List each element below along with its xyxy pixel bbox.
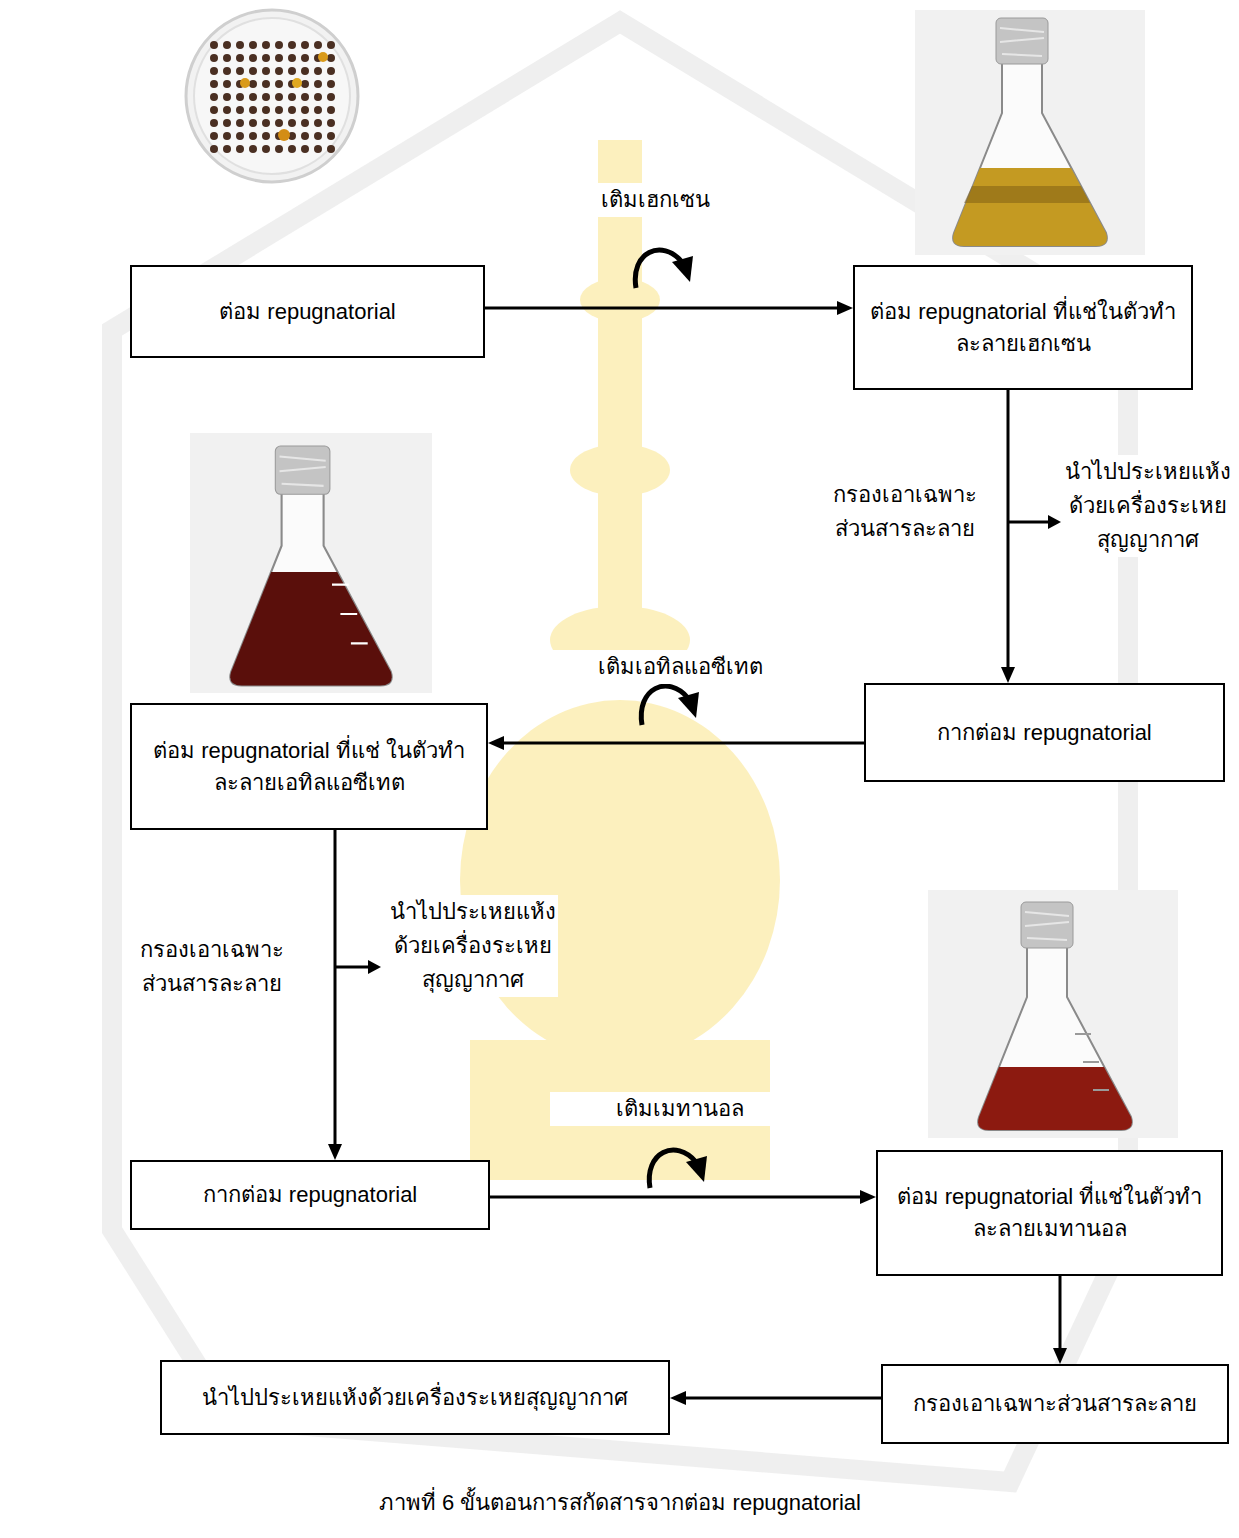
box-text: กรองเอาเฉพาะส่วนสารละลาย	[895, 1388, 1215, 1420]
curved-arrow	[635, 250, 682, 288]
arrow-head	[672, 256, 693, 282]
arrow-head	[1048, 515, 1061, 529]
gland-dot	[278, 129, 290, 141]
arrow-head	[670, 1391, 686, 1405]
branch-arrow	[335, 960, 381, 974]
flask-glass	[978, 922, 1132, 1130]
gland-dot	[318, 52, 328, 62]
flask-liquid	[953, 168, 1107, 246]
dish-inner	[194, 18, 350, 174]
box-text: นำไปประเหยแห้งด้วยเครื่องระเหยสุญญากาศ	[174, 1382, 656, 1414]
curved-arrow	[641, 686, 688, 725]
watermark-bulb	[460, 700, 780, 1060]
gland-dot	[240, 78, 250, 88]
connector-line	[490, 1196, 864, 1199]
connector-arrow	[490, 1190, 876, 1204]
process-box: กากต่อม repugnatorial	[130, 1160, 490, 1230]
arrow-head	[488, 736, 504, 750]
curved-arrow-icon	[641, 686, 699, 725]
dish-rim	[186, 10, 358, 182]
curved-arrow-icon	[635, 250, 693, 288]
connector-arrow	[485, 301, 853, 315]
note-label: นำไปประเหยแห้ง ด้วยเครื่องระเหย สุญญากาศ	[388, 895, 558, 997]
branch-line	[1008, 521, 1050, 524]
arrow-head	[1001, 667, 1015, 683]
branch-arrow	[1008, 515, 1061, 529]
arrow-head	[678, 692, 699, 718]
connector-arrow	[670, 1391, 881, 1405]
process-box: ต่อม repugnatorial ที่แช่ในตัวทำละลายเมท…	[876, 1150, 1223, 1276]
process-box: นำไปประเหยแห้งด้วยเครื่องระเหยสุญญากาศ	[160, 1360, 670, 1435]
connector-line	[485, 307, 841, 310]
gland-dot	[292, 78, 302, 88]
branch-line	[335, 966, 370, 969]
connector-arrow	[1001, 390, 1015, 683]
process-box: กรองเอาเฉพาะส่วนสารละลาย	[881, 1364, 1229, 1444]
connector-line	[334, 830, 337, 1148]
edge-label: เติมเมทานอล	[550, 1092, 810, 1126]
arrow-head	[837, 301, 853, 315]
watermark-ring	[570, 444, 670, 496]
gland-grid	[208, 38, 339, 156]
liquid-band	[964, 186, 1090, 203]
edge-label: กรองเอาเฉพาะ ส่วนสารละลาย	[127, 933, 297, 1001]
flask-photo	[915, 10, 1145, 255]
flask-glass	[230, 467, 391, 685]
curved-arrow-icon	[649, 1150, 707, 1188]
curved-arrow	[649, 1150, 696, 1188]
box-text: กากต่อม repugnatorial	[144, 1179, 476, 1211]
photo-ground	[190, 433, 432, 693]
figure-caption: ภาพที่ 6 ขั้นตอนการสกัดสารจากต่อม repugn…	[170, 1488, 1070, 1519]
photo-ground	[915, 10, 1145, 255]
watermark-ring	[580, 278, 660, 322]
flask-photo	[928, 890, 1178, 1138]
flask-foil	[275, 446, 330, 494]
arrow-head	[860, 1190, 876, 1204]
connector-line	[682, 1397, 881, 1400]
process-box: ต่อม repugnatorial ที่แช่ในตัวทำละลายเฮก…	[853, 265, 1193, 390]
box-text: ต่อม repugnatorial ที่แช่ ในตัวทำละลายเอ…	[144, 735, 474, 799]
flask-liquid	[978, 1067, 1132, 1130]
box-text: กากต่อม repugnatorial	[878, 717, 1211, 749]
arrow-head	[686, 1156, 707, 1182]
volume-mark	[332, 585, 368, 644]
connector-arrow	[1053, 1276, 1067, 1364]
connector-arrow	[488, 736, 864, 750]
box-text: ต่อม repugnatorial ที่แช่ในตัวทำละลายเฮก…	[867, 296, 1179, 360]
arrow-head	[368, 960, 381, 974]
process-box: ต่อม repugnatorial	[130, 265, 485, 358]
connector-line	[1059, 1276, 1062, 1352]
connector-line	[1007, 390, 1010, 671]
petri-dish-photo	[186, 10, 358, 182]
flask-foil	[996, 18, 1048, 64]
connector-arrow	[328, 830, 342, 1160]
photo-ground	[928, 890, 1178, 1138]
flask-glass	[953, 38, 1107, 246]
flask-liquid	[230, 572, 391, 685]
box-text: ต่อม repugnatorial	[144, 296, 471, 328]
edge-label: กรองเอาเฉพาะ ส่วนสารละลาย	[820, 478, 990, 546]
connector-line	[500, 742, 864, 745]
edge-label: เติมเฮกเซน	[525, 183, 785, 217]
process-box: กากต่อม repugnatorial	[864, 683, 1225, 782]
watermark-spire	[598, 140, 642, 660]
arrow-head	[328, 1144, 342, 1160]
arrow-head	[1053, 1348, 1067, 1364]
box-text: ต่อม repugnatorial ที่แช่ในตัวทำละลายเมท…	[890, 1181, 1209, 1245]
volume-mark	[1075, 1034, 1109, 1090]
note-label: นำไปประเหยแห้ง ด้วยเครื่องระเหย สุญญากาศ	[1063, 455, 1233, 557]
process-box: ต่อม repugnatorial ที่แช่ ในตัวทำละลายเอ…	[130, 703, 488, 830]
flask-foil	[1021, 902, 1073, 948]
edge-label: เติมเอทิลแอซีเทต	[530, 650, 830, 684]
flask-photo	[190, 433, 432, 693]
